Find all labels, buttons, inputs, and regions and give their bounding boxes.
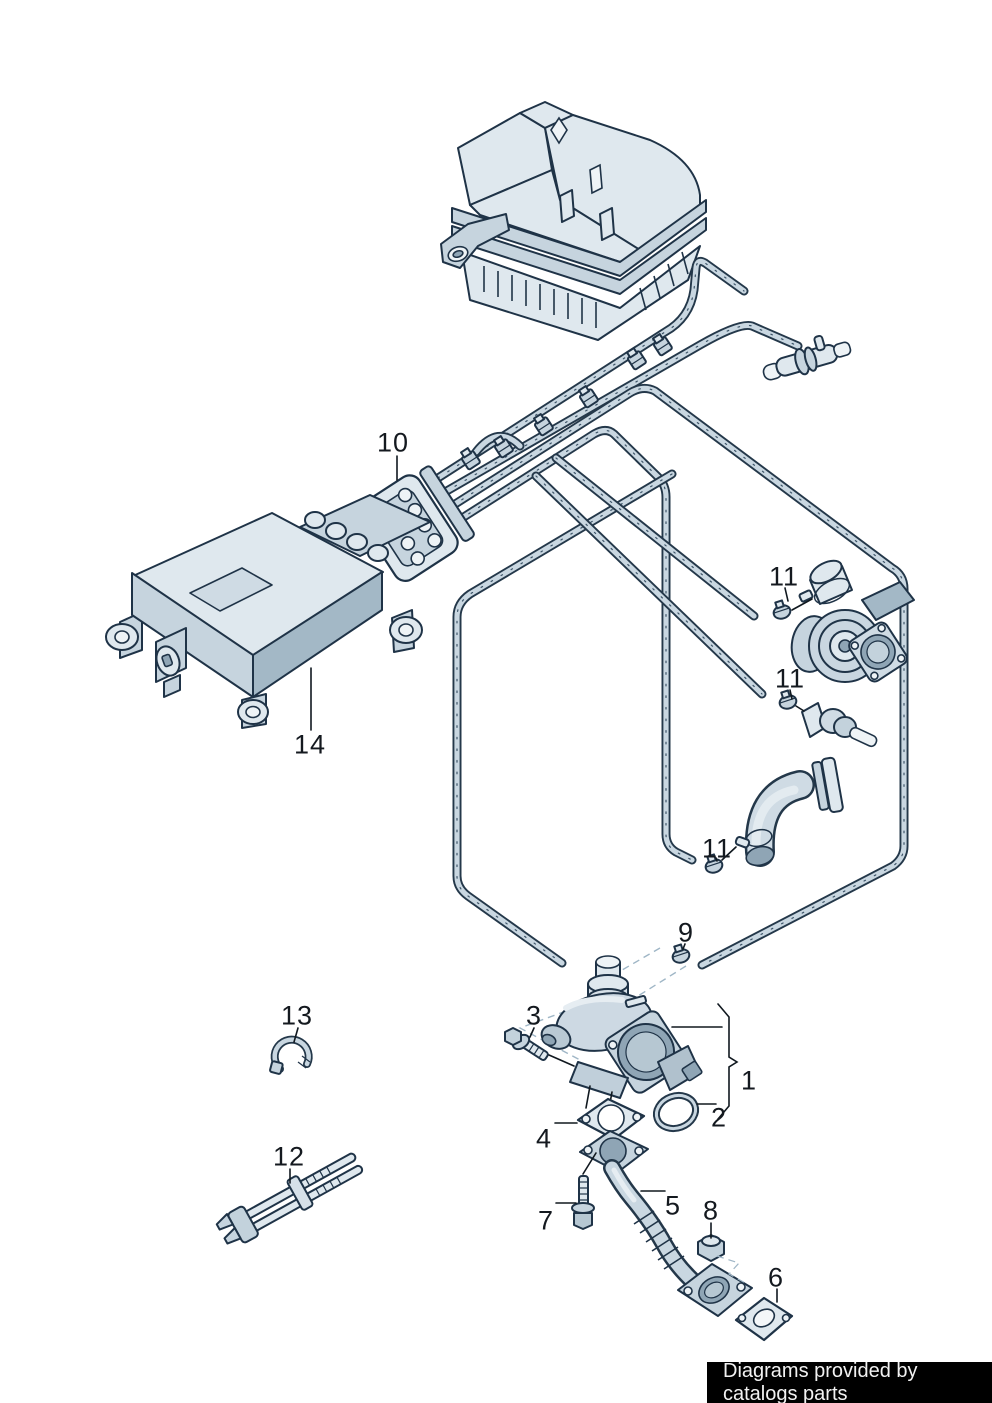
clamp-ring-13 <box>269 1035 313 1075</box>
part-callout-9: 9 <box>677 917 695 948</box>
part-callout-11-a: 11 <box>768 561 800 592</box>
turbo-outlet-flange <box>848 621 908 683</box>
bracket-1 <box>717 1003 739 1120</box>
elbow-vacuum-nipple <box>734 836 751 849</box>
turbo-vacuum-nipple <box>798 589 814 603</box>
part-callout-12: 12 <box>272 1141 306 1172</box>
part-callout-11-c: 11 <box>701 833 733 864</box>
part-callout-2: 2 <box>710 1102 728 1133</box>
gasket-upper <box>576 1097 646 1141</box>
part-callout-14: 14 <box>293 729 327 760</box>
leader-11c <box>715 857 718 862</box>
ecu-mounting-ear <box>389 609 423 653</box>
part-callout-10: 10 <box>376 427 410 458</box>
gasket-lower <box>734 1296 794 1342</box>
housing-bracket <box>440 213 510 269</box>
vacuum-hose-to-elbow <box>459 431 692 861</box>
egr-pipe <box>579 1130 753 1317</box>
egr-vacuum-nipple <box>624 994 647 1009</box>
vacuum-hose-to-check-valve <box>536 476 762 694</box>
hose-clamp-turbo <box>769 597 794 622</box>
o-ring <box>652 1091 700 1133</box>
elbow-hose <box>734 756 844 867</box>
housing-ribs <box>483 251 689 328</box>
pipe-bellows <box>633 1210 685 1270</box>
inline-valve <box>762 334 852 381</box>
leader-9 <box>682 943 686 950</box>
part-callout-7: 7 <box>537 1205 555 1236</box>
leader-13 <box>293 1027 299 1043</box>
leader-11a <box>784 587 789 602</box>
ecu-connector-port <box>155 627 187 698</box>
mounting-bolt-3 <box>504 1027 575 1067</box>
vacuum-hose-left-loop <box>457 474 672 963</box>
air-filter-housing <box>440 101 707 341</box>
egr-foot <box>569 1061 629 1099</box>
check-valve <box>801 702 878 748</box>
part-callout-3: 3 <box>525 1000 543 1031</box>
part-callout-4: 4 <box>535 1123 553 1154</box>
footer-bar: Diagrams provided by catalogs parts <box>707 1359 992 1403</box>
footer-text: Diagrams provided by catalogs parts <box>723 1359 918 1403</box>
clamp-link-line <box>721 846 737 861</box>
turbocharger <box>790 559 915 683</box>
part-callout-13: 13 <box>280 1000 314 1031</box>
bolt-7 <box>571 1152 597 1230</box>
engine-control-unit <box>105 494 431 729</box>
clamp-link-line <box>791 598 813 611</box>
egr-valve <box>518 955 703 1115</box>
part-callout-1: 1 <box>740 1065 758 1096</box>
part-callout-5: 5 <box>664 1190 682 1221</box>
part-callout-11-b: 11 <box>774 663 806 694</box>
leader-3 <box>529 1027 535 1038</box>
ecu-mounting-ear <box>105 611 143 659</box>
part-callout-8: 8 <box>702 1195 720 1226</box>
hex-nut-8 <box>697 1234 748 1285</box>
vacuum-hose-to-inline-valve <box>445 325 798 492</box>
ecu-mounting-ear <box>237 693 269 729</box>
bolt-3-dashed-locator <box>518 1006 581 1061</box>
tie-serrations <box>305 1166 342 1197</box>
cable-tie-12 <box>215 1152 364 1245</box>
part-callout-6: 6 <box>767 1262 785 1293</box>
clamp-link-line <box>795 705 805 712</box>
leader-11b <box>789 689 793 700</box>
